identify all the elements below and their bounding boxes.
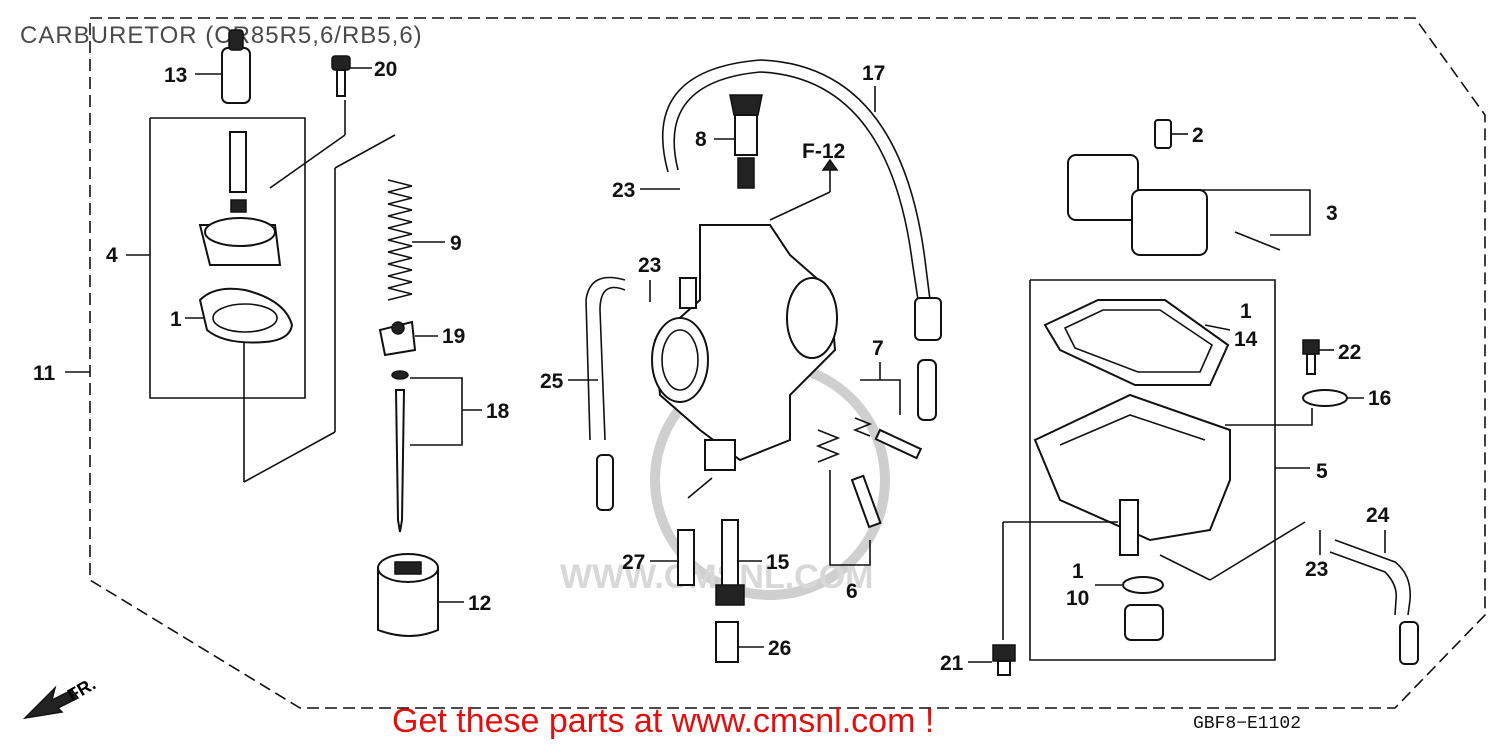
part-15-needle-jet [715,519,745,606]
bowl-plug [1124,604,1164,641]
bracket-5 [1029,279,1276,661]
part-14-bowl-gasket [1043,299,1230,386]
part-7-pilot-screw [852,417,923,460]
part-1-gasket [198,287,294,344]
assembly-boundary [89,17,1486,709]
callout-2: 2 [1192,124,1204,147]
part-19-retainer [378,320,417,357]
callout-7: 7 [872,337,884,360]
part-5-float-bowl [1033,393,1231,556]
part-10-oring [1122,576,1164,594]
callout-23-top: 23 [612,179,635,202]
part-22-bolt [1302,339,1320,375]
callout-3: 3 [1326,202,1338,225]
callout-16: 16 [1368,387,1391,410]
bracket-4 [149,117,306,399]
part-25-hose [599,286,626,441]
callout-4: 4 [106,244,118,267]
callout-25: 25 [540,370,564,393]
part-20-screw [331,55,351,97]
part-16-stay [1302,389,1348,407]
callout-5: 5 [1316,460,1328,483]
callout-17: 17 [862,62,885,85]
part-24-hose [1334,539,1412,616]
callout-10: 10 [1066,587,1089,610]
part-4-top-cap [198,131,282,266]
ref-label-f12: F-12 [802,140,845,163]
callout-9: 9 [450,232,462,255]
part-17-vent-tube [661,59,931,301]
callout-8: 8 [695,128,707,151]
front-arrow: FR. [22,674,99,720]
part-6-idle-screw [815,429,882,529]
callout-24: 24 [1366,504,1390,527]
callout-20: 20 [374,58,397,81]
part-2-clip [1154,119,1172,149]
callout-23-mid: 23 [638,254,661,277]
callouts: 13 20 4 1 9 19 11 18 12 17 8 23 23 25 27… [33,58,1391,675]
part-18-jet-needle [391,370,409,533]
callout-15: 15 [766,551,790,574]
callout-23-right: 23 [1305,558,1328,581]
diagram-code: GBF8−E1102 [1193,714,1302,734]
part-26-main-jet [715,621,739,663]
part-8-air-screw [729,94,763,189]
promo-link[interactable]: Get these parts at www.cmsnl.com ! [392,702,935,740]
callout-27: 27 [622,551,645,574]
part-21-bolt [992,644,1016,676]
callout-19: 19 [442,325,465,348]
callout-1-bottom: 1 [1072,560,1084,583]
callout-18: 18 [486,400,510,423]
part-9-spring [387,179,413,301]
part-12-throttle-valve [377,553,439,637]
callout-1-right: 1 [1240,300,1252,323]
diagram-title: CARBURETOR (CR85R5,6/RB5,6) [20,22,423,49]
callout-21: 21 [940,652,964,675]
callout-11: 11 [33,362,56,385]
carburetor-body [651,224,838,471]
part-13-filter [221,29,251,104]
callout-13: 13 [164,64,187,87]
part-3-cover [1067,154,1281,256]
part-27-jet [677,529,695,586]
callout-12: 12 [468,592,491,615]
callout-14: 14 [1234,328,1258,351]
callout-6: 6 [846,580,858,603]
callout-22: 22 [1338,341,1361,364]
callout-1-left: 1 [170,308,182,331]
callout-26: 26 [768,637,791,660]
